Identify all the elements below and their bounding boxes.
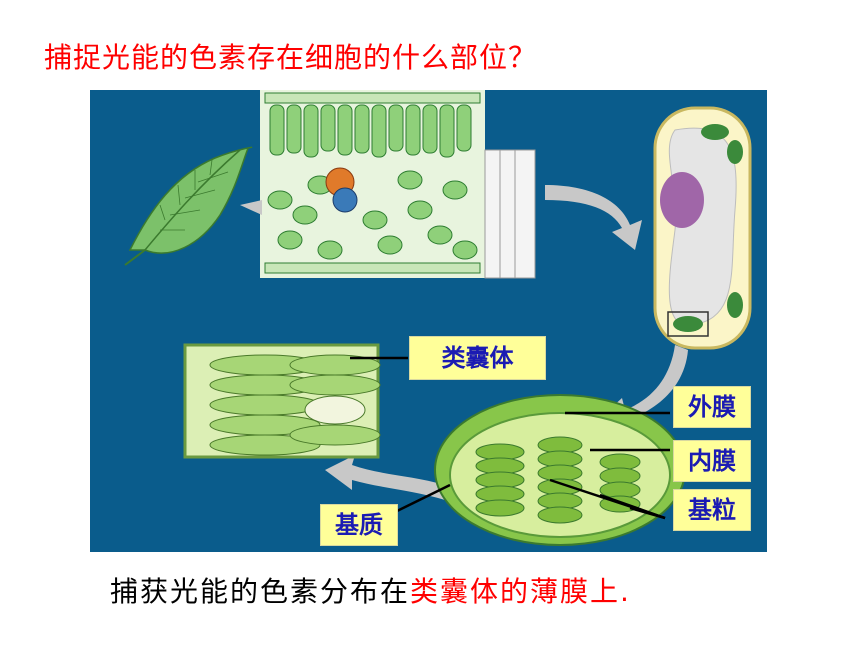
label-outer-membrane: 外膜	[673, 386, 751, 428]
plant-cell	[653, 106, 752, 350]
label-stroma: 基质	[320, 504, 398, 546]
slide-title: 捕捉光能的色素存在细胞的什么部位？	[44, 41, 538, 74]
caption-highlight: 类囊体的薄膜上	[410, 575, 621, 608]
leaf-illustration	[124, 146, 253, 266]
label-thylakoid: 类囊体	[409, 336, 546, 380]
chloroplast-diagram	[124, 90, 752, 546]
chloroplast	[394, 394, 686, 546]
leaf-cross-section	[260, 90, 536, 279]
caption-text: 捕获光能的色素分布在	[110, 575, 411, 608]
label-grana: 基粒	[673, 489, 751, 531]
diagram-panel: 类囊体 外膜 内膜 基粒 基质	[90, 90, 767, 552]
label-inner-membrane: 内膜	[673, 440, 751, 482]
conclusion-caption: 捕获光能的色素分布在类囊体的薄膜上.	[110, 570, 631, 610]
caption-period: .	[620, 575, 631, 608]
thylakoid-zoom	[183, 343, 408, 459]
